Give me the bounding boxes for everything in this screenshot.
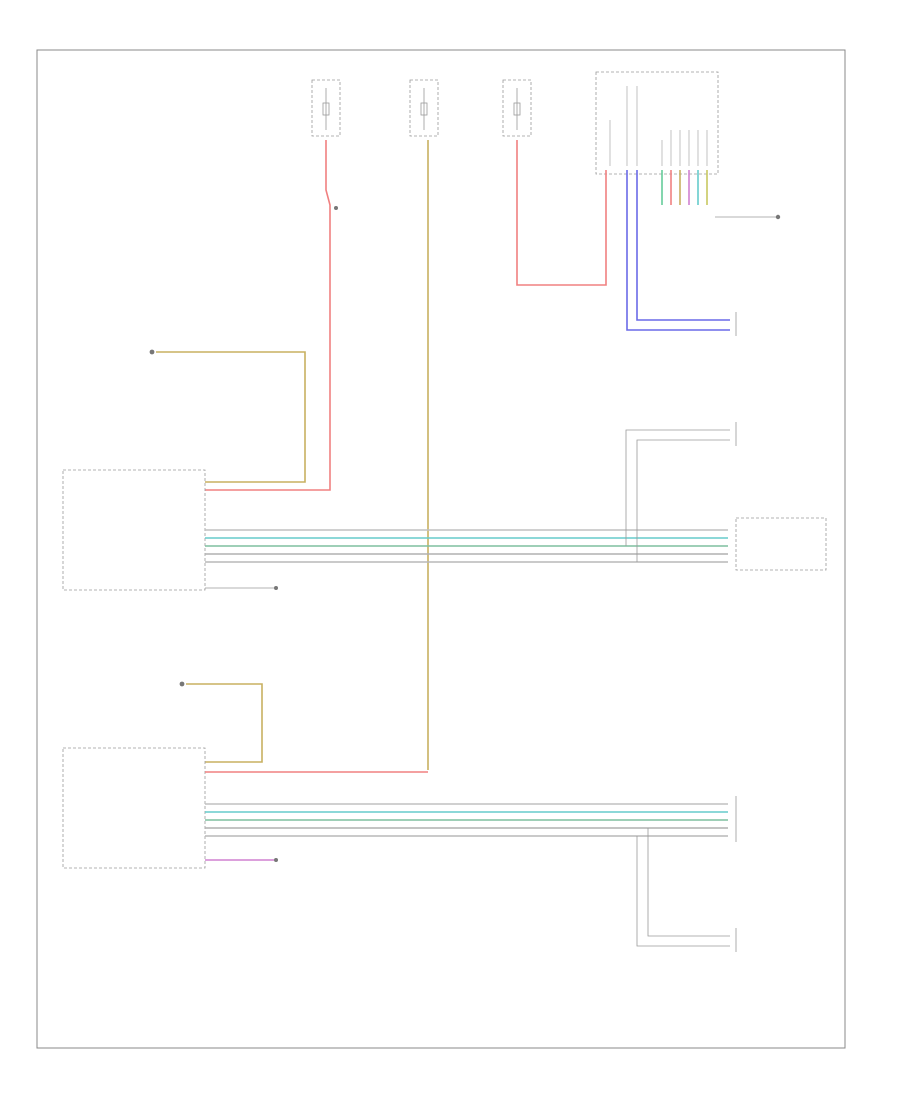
top-right-splice	[715, 214, 781, 220]
fuse-block-2	[409, 79, 439, 137]
left-lumbar-switch	[179, 681, 263, 763]
instrument-cluster-block	[595, 71, 719, 175]
right-module-bus	[205, 429, 730, 563]
left-seat-module	[62, 747, 278, 869]
left-module-bus	[205, 803, 730, 947]
right-side-connector	[735, 517, 827, 571]
right-lumbar-switch	[149, 349, 306, 483]
top-wires	[205, 140, 730, 770]
fuse-symbols	[322, 88, 521, 130]
diagram-frame	[36, 49, 846, 1049]
power-distribution-ground	[334, 206, 338, 210]
fuse-block-3	[502, 79, 532, 137]
fuse-block-1	[311, 79, 341, 137]
